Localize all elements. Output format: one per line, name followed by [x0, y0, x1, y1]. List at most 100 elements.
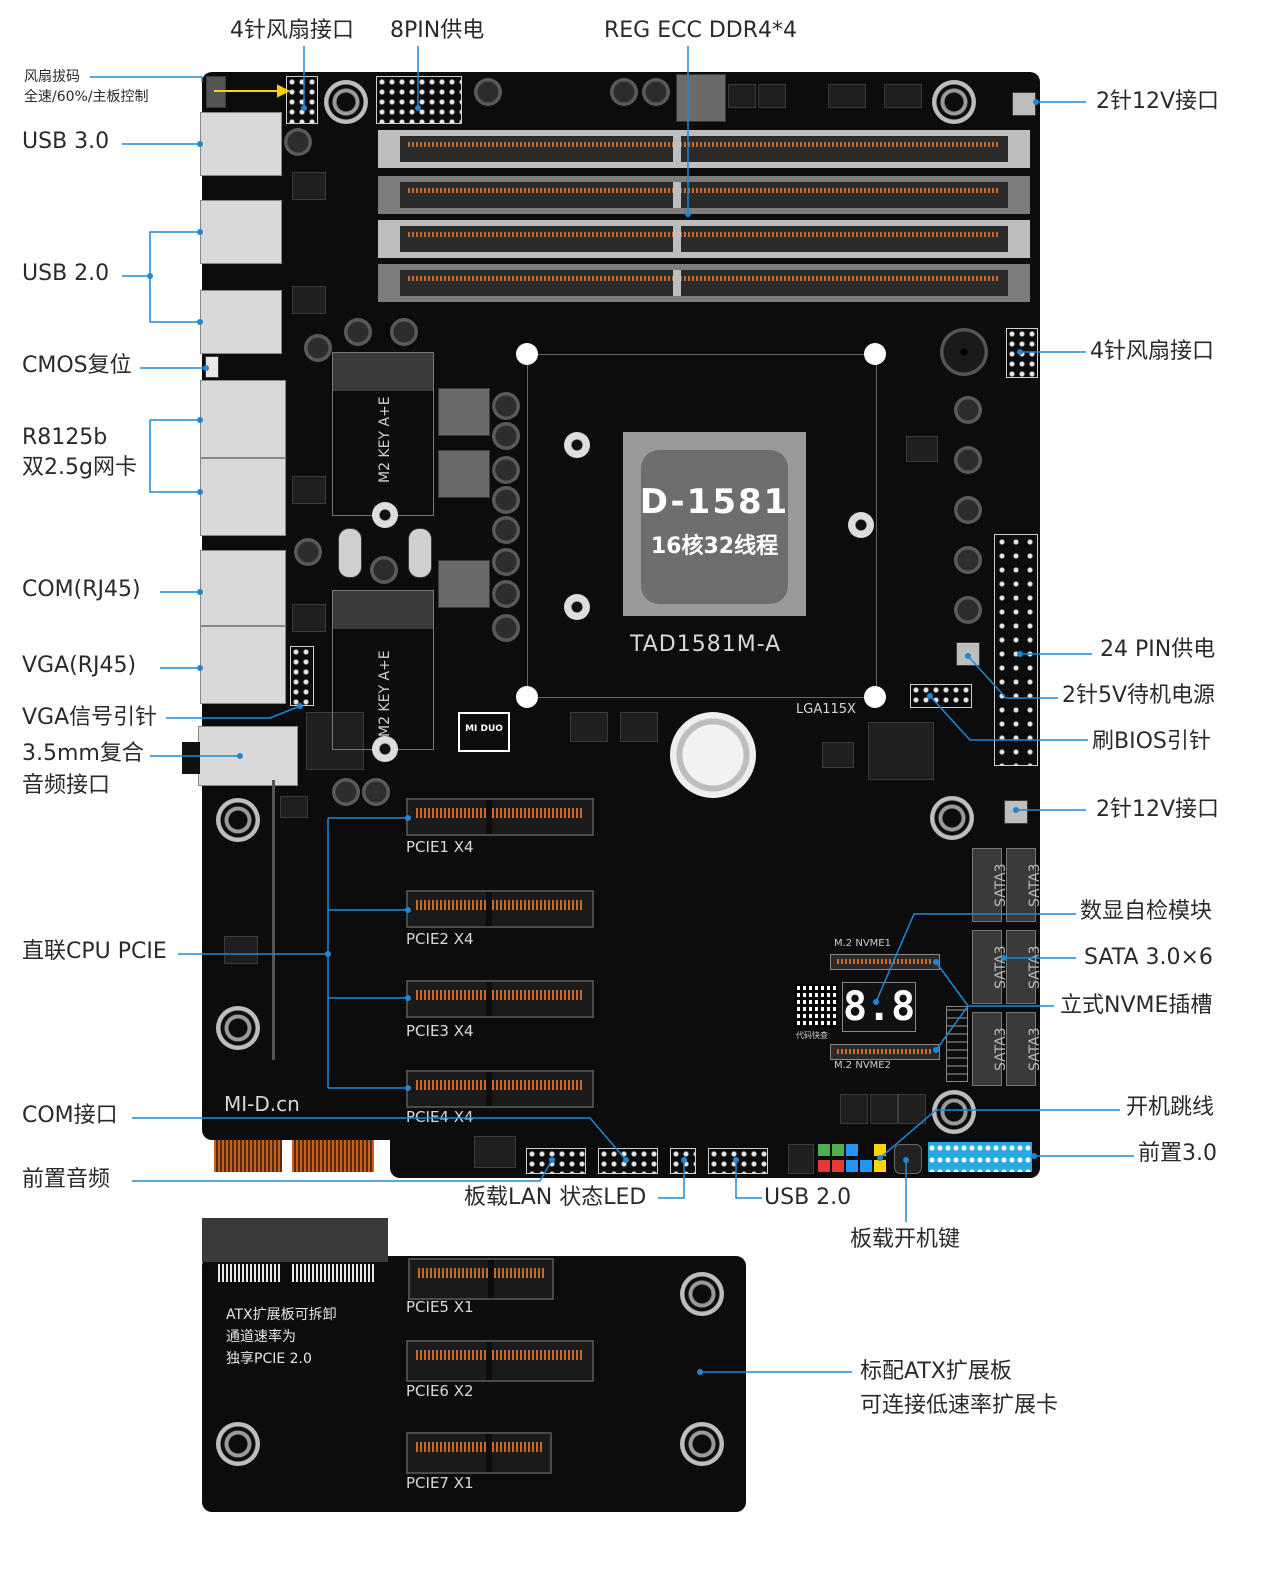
pcie3-label: PCIE3 X4	[406, 1022, 474, 1040]
label-nic-1: R8125b	[22, 425, 108, 450]
capacitor	[492, 392, 520, 420]
capacitor	[954, 546, 982, 574]
label-12v-mid: 2针12V接口	[1096, 797, 1220, 822]
mount-hole	[930, 796, 974, 840]
front-usb30-header	[928, 1142, 1032, 1172]
label-expansion-1: 标配ATX扩展板	[860, 1359, 1012, 1384]
pcie-slot-7	[406, 1432, 552, 1474]
label-power-button: 板载开机键	[850, 1227, 961, 1252]
pcie5-label: PCIE5 X1	[406, 1298, 474, 1316]
label-audio-1: 3.5mm复合	[22, 741, 144, 766]
edge-connector-right	[292, 1140, 374, 1172]
label-com-rj45: COM(RJ45)	[22, 577, 141, 602]
ic-chip	[292, 172, 326, 200]
capacitor	[492, 580, 520, 608]
ic-chip	[906, 436, 938, 462]
board-model: TAD1581M-A	[630, 632, 782, 657]
mosfet	[438, 560, 490, 608]
nvme-riser	[946, 1006, 968, 1082]
heatsink-mount	[564, 594, 590, 620]
label-fan-switch-1: 风扇拔码	[24, 69, 80, 85]
capacitor	[284, 128, 312, 156]
capacitor	[332, 778, 360, 806]
label-usb20-bottom: USB 2.0	[764, 1185, 852, 1210]
label-5v-standby: 2针5V待机电源	[1062, 683, 1216, 708]
mount-hole	[680, 1422, 724, 1466]
ic-chip	[620, 712, 658, 742]
pcie1-label: PCIE1 X4	[406, 838, 474, 856]
vga-pin-header	[290, 646, 314, 706]
usb20-port-1	[200, 200, 282, 264]
label-fan-switch-2: 全速/60%/主板控制	[24, 89, 149, 105]
atx-24pin-connector	[994, 534, 1038, 766]
label-24pin: 24 PIN供电	[1100, 637, 1216, 662]
ic-chip	[474, 1136, 516, 1168]
label-cmos: CMOS复位	[22, 353, 132, 378]
capacitor	[362, 778, 390, 806]
ic-chip	[292, 286, 326, 314]
expansion-connector-pins	[292, 1264, 376, 1282]
cpu-model: D-1581	[639, 482, 790, 522]
label-usb30: USB 3.0	[22, 129, 110, 154]
sata-port: SATA3	[972, 930, 1009, 1004]
rj45-lan-2	[200, 458, 286, 536]
label-nvme: 立式NVME插槽	[1060, 993, 1213, 1018]
label-bios-pin: 刷BIOS引针	[1092, 729, 1211, 754]
ic-chip	[292, 476, 326, 504]
super-io-chip	[306, 712, 364, 770]
label-fan4-right: 4针风扇接口	[1090, 339, 1214, 364]
ic-chip	[758, 84, 786, 108]
dimm-slot-3	[378, 220, 1030, 258]
usb20-port-2	[200, 290, 282, 354]
ic-chip	[728, 84, 756, 108]
dimm-slot-1	[378, 130, 1030, 168]
capacitor	[492, 614, 520, 642]
fan-header-top	[286, 76, 318, 124]
bios-flash-header	[910, 684, 972, 708]
dimm-slot-2	[378, 176, 1030, 214]
expansion-note-2: 通道速率为	[226, 1329, 296, 1345]
capacitor	[294, 538, 322, 566]
label-vga-pin: VGA信号引针	[22, 705, 158, 730]
label-nic-2: 双2.5g网卡	[22, 455, 137, 480]
mount-hole	[932, 80, 976, 124]
capacitor	[954, 596, 982, 624]
capacitor	[492, 548, 520, 576]
expansion-connector	[202, 1218, 388, 1262]
label-lan-led: 板载LAN 状态LED	[464, 1185, 647, 1210]
nvme1-label: M.2 NVME1	[834, 938, 891, 949]
ic-chip	[280, 796, 308, 818]
dimm-slot-4	[378, 264, 1030, 302]
label-front-usb30: 前置3.0	[1138, 1141, 1217, 1166]
m2-standoff	[372, 736, 398, 762]
mount-hole	[932, 1090, 976, 1134]
sata-port: SATA3	[1006, 930, 1043, 1004]
mount-hole	[216, 1006, 260, 1050]
label-audio-2: 音频接口	[22, 773, 111, 798]
edge-connector-left	[214, 1140, 282, 1172]
rj45-vga	[200, 626, 286, 704]
mount-hole	[216, 798, 260, 842]
rj45-com	[200, 550, 286, 626]
sata-port: SATA3	[1006, 1012, 1043, 1086]
label-power-jumper: 开机跳线	[1126, 1095, 1215, 1120]
pcie-slot-2	[406, 890, 594, 928]
mount-hole	[324, 80, 368, 124]
nvme-slot-1	[830, 954, 940, 970]
mount-hole	[216, 1422, 260, 1466]
label-fan4-top: 4针风扇接口	[230, 18, 354, 43]
socket-label: LGA115X	[796, 702, 856, 717]
label-12v-top: 2针12V接口	[1096, 89, 1220, 114]
mi-duo-logo: MI DUO	[458, 712, 510, 752]
label-vga-rj45: VGA(RJ45)	[22, 653, 137, 678]
qr-code	[794, 984, 838, 1028]
heatsink-mount	[564, 432, 590, 458]
mi-duo-logo-text: MI DUO	[465, 724, 503, 734]
front-audio-header	[526, 1148, 586, 1174]
ic-chip	[292, 604, 326, 632]
ic-chip	[898, 1094, 926, 1124]
m2-standoff	[372, 502, 398, 528]
mount-hole	[680, 1272, 724, 1316]
expansion-note-3: 独享PCIE 2.0	[226, 1351, 312, 1367]
